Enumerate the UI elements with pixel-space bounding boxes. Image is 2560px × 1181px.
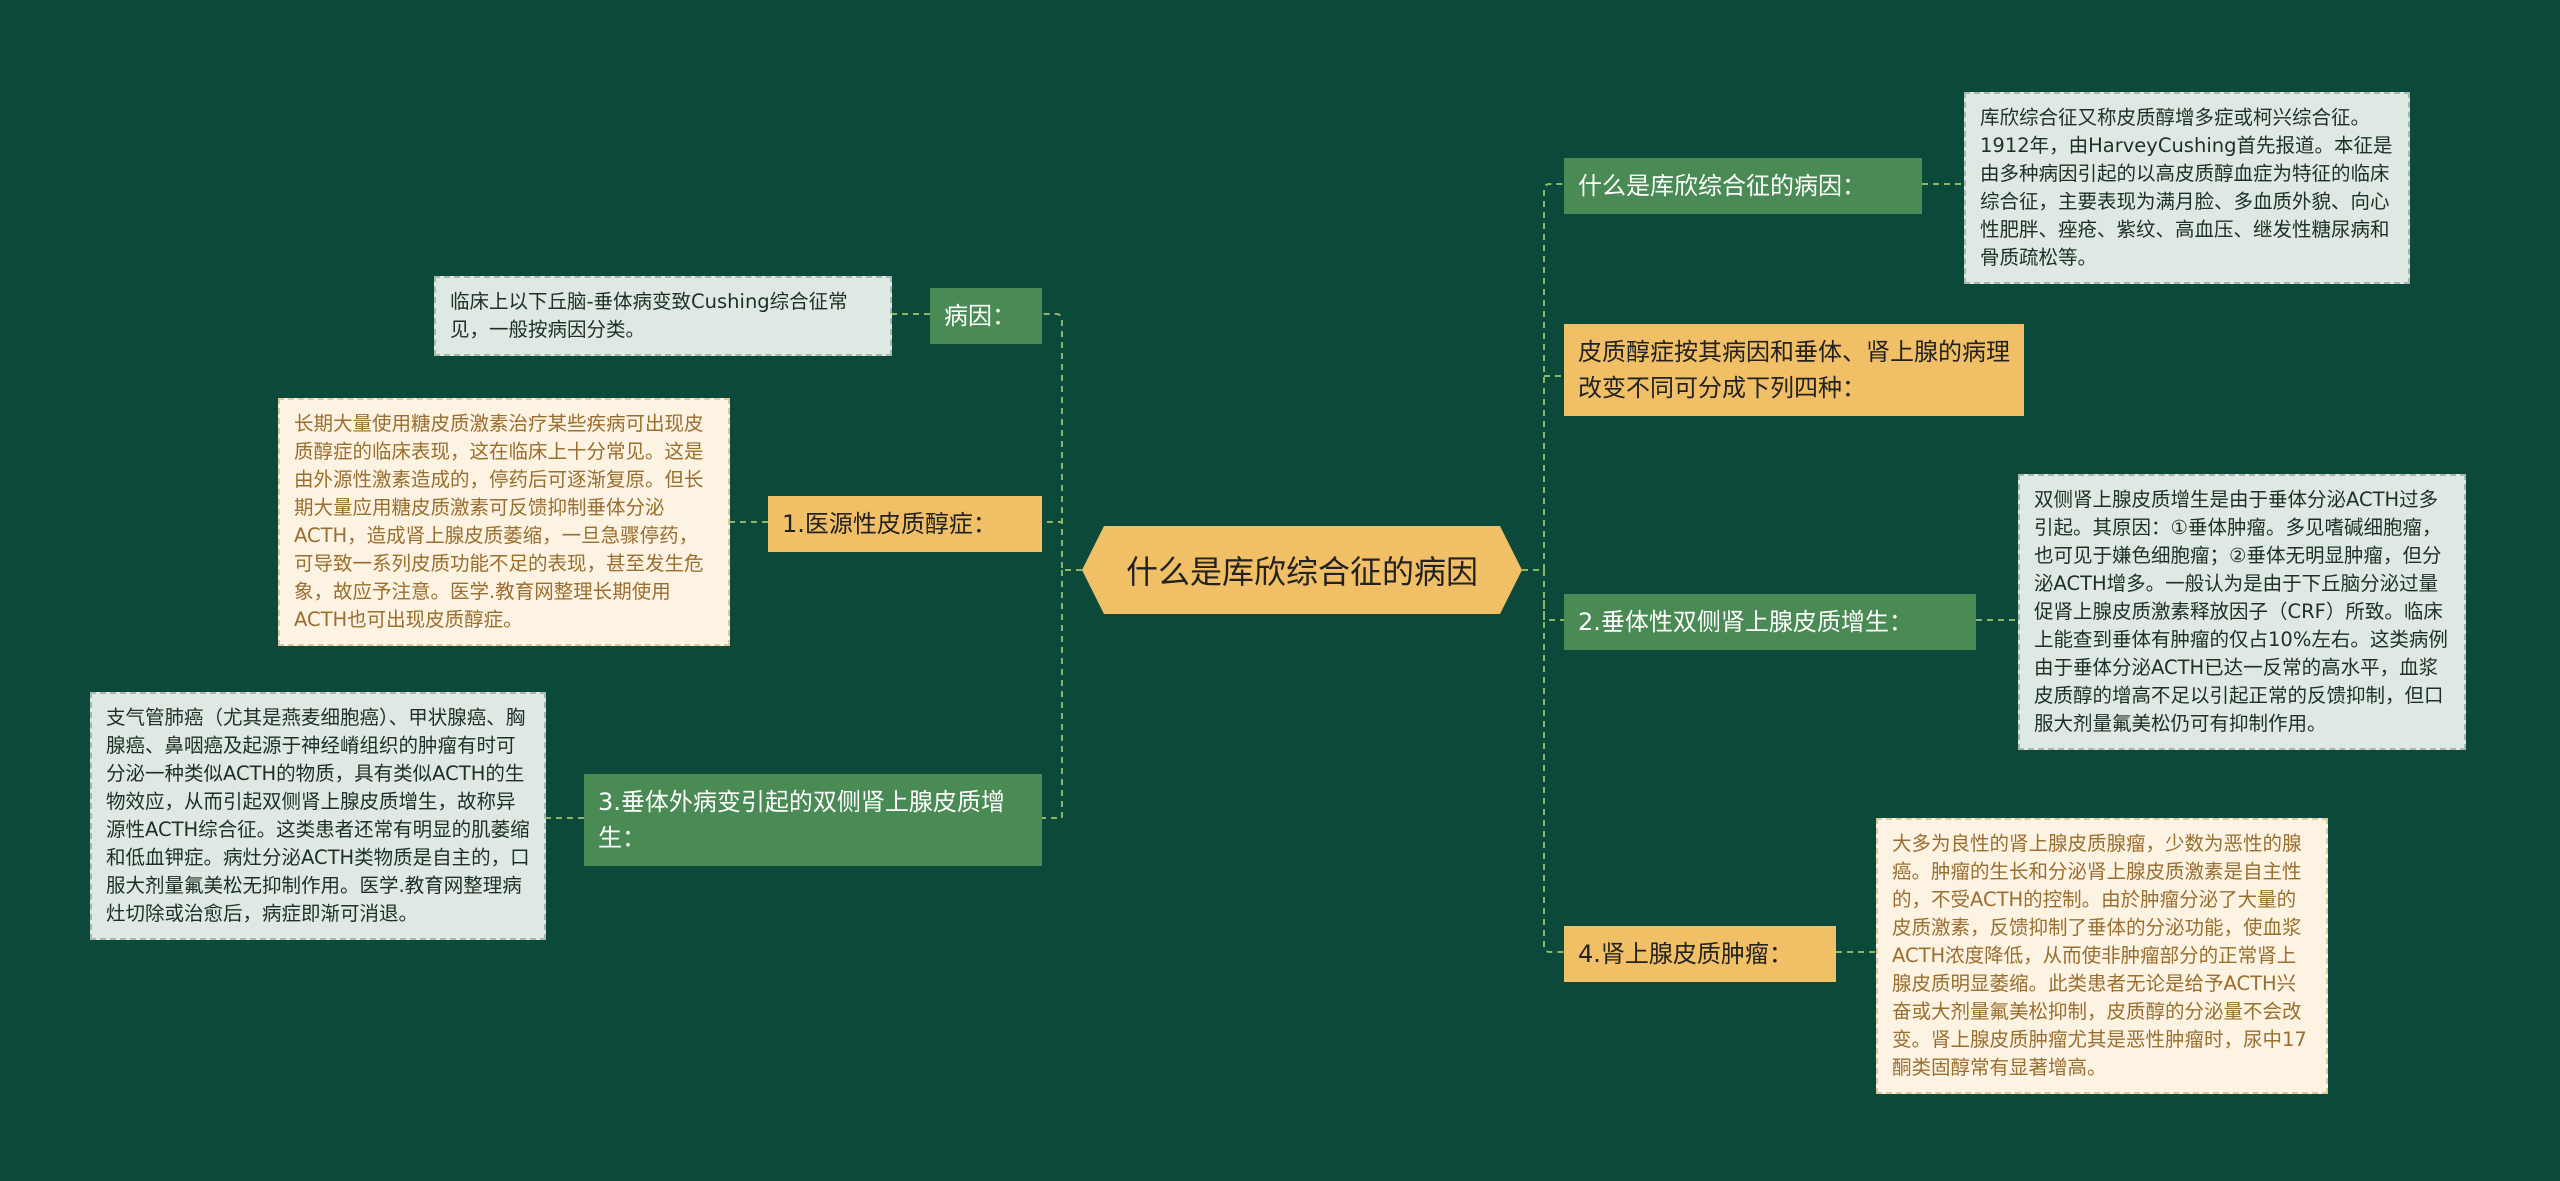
- connector-right-b4: [1543, 600, 1564, 953]
- detail-left-cause[interactable]: 临床上以下丘脑-垂体病变致Cushing综合征常见，一般按病因分类。: [434, 276, 892, 356]
- detail-right-pituitary-text: 双侧肾上腺皮质增生是由于垂体分泌ACTH过多引起。其原因：①垂体肿瘤。多见嗜碱细…: [2034, 488, 2448, 735]
- detail-left-ectopic[interactable]: 支气管肺癌（尤其是燕麦细胞癌）、甲状腺癌、胸腺癌、鼻咽癌及起源于神经嵴组织的肿瘤…: [90, 692, 546, 940]
- branch-left-iatrogenic[interactable]: 1.医源性皮质醇症：: [768, 496, 1042, 552]
- branch-right-pituitary[interactable]: 2.垂体性双侧肾上腺皮质增生：: [1564, 594, 1976, 650]
- branch-right-what-is[interactable]: 什么是库欣综合征的病因：: [1564, 158, 1922, 214]
- center-topic[interactable]: 什么是库欣综合征的病因: [1082, 526, 1522, 614]
- connector-left-b3: [1042, 570, 1063, 819]
- branch-right-what-is-label: 什么是库欣综合征的病因：: [1578, 172, 1866, 200]
- detail-left-iatrogenic[interactable]: 长期大量使用糖皮质激素治疗某些疾病可出现皮质醇症的临床表现，这在临床上十分常见。…: [278, 398, 730, 646]
- connector-left-b2: [1042, 521, 1082, 571]
- branch-left-cause-label: 病因：: [944, 302, 1016, 330]
- branch-right-classification[interactable]: 皮质醇症按其病因和垂体、肾上腺的病理改变不同可分成下列四种：: [1564, 324, 2024, 416]
- branch-right-adrenal-tumor[interactable]: 4.肾上腺皮质肿瘤：: [1564, 926, 1836, 982]
- connector-right-b3: [1543, 570, 1564, 621]
- detail-right-what-is-text: 库欣综合征又称皮质醇增多症或柯兴综合征。1912年，由HarveyCushing…: [1980, 106, 2393, 269]
- detail-left-iatrogenic-text: 长期大量使用糖皮质激素治疗某些疾病可出现皮质醇症的临床表现，这在临床上十分常见。…: [294, 412, 704, 631]
- detail-right-what-is[interactable]: 库欣综合征又称皮质醇增多症或柯兴综合征。1912年，由HarveyCushing…: [1964, 92, 2410, 284]
- branch-left-ectopic[interactable]: 3.垂体外病变引起的双侧肾上腺皮质增生：: [584, 774, 1042, 866]
- detail-left-cause-text: 临床上以下丘脑-垂体病变致Cushing综合征常见，一般按病因分类。: [450, 290, 848, 341]
- branch-left-ectopic-label: 3.垂体外病变引起的双侧肾上腺皮质增生：: [598, 788, 1005, 852]
- connector-left-trunk: [1042, 313, 1082, 571]
- detail-left-ectopic-text: 支气管肺癌（尤其是燕麦细胞癌）、甲状腺癌、胸腺癌、鼻咽癌及起源于神经嵴组织的肿瘤…: [106, 706, 530, 925]
- branch-left-cause[interactable]: 病因：: [930, 288, 1042, 344]
- detail-right-pituitary[interactable]: 双侧肾上腺皮质增生是由于垂体分泌ACTH过多引起。其原因：①垂体肿瘤。多见嗜碱细…: [2018, 474, 2466, 750]
- detail-right-adrenal-tumor-text: 大多为良性的肾上腺皮质腺瘤，少数为恶性的腺癌。肿瘤的生长和分泌肾上腺皮质激素是自…: [1892, 832, 2307, 1079]
- branch-right-classification-label: 皮质醇症按其病因和垂体、肾上腺的病理改变不同可分成下列四种：: [1578, 338, 2010, 402]
- branch-right-adrenal-tumor-label: 4.肾上腺皮质肿瘤：: [1578, 940, 1793, 968]
- branch-left-iatrogenic-label: 1.医源性皮质醇症：: [782, 510, 997, 538]
- branch-right-pituitary-label: 2.垂体性双侧肾上腺皮质增生：: [1578, 608, 1913, 636]
- center-topic-label: 什么是库欣综合征的病因: [1125, 553, 1478, 591]
- detail-right-adrenal-tumor[interactable]: 大多为良性的肾上腺皮质腺瘤，少数为恶性的腺癌。肿瘤的生长和分泌肾上腺皮质激素是自…: [1876, 818, 2328, 1094]
- connector-right-trunk: [1522, 183, 1564, 571]
